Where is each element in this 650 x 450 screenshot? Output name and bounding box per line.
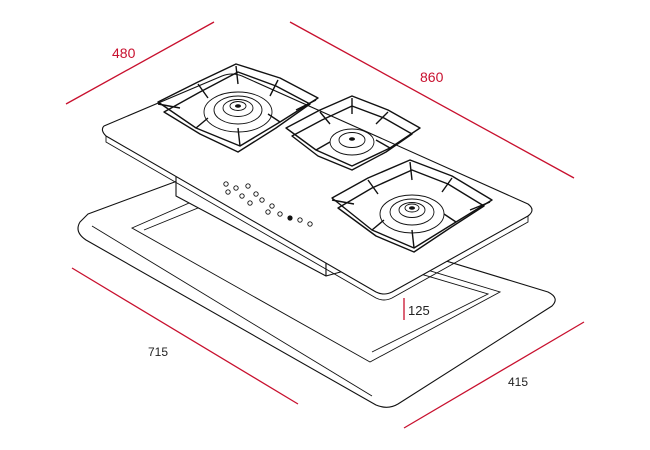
dimension-depth-top-label: 480 xyxy=(112,45,136,61)
dimension-height: 125 xyxy=(403,298,430,320)
control-knob[interactable] xyxy=(247,200,253,206)
control-knob[interactable] xyxy=(223,181,229,187)
control-knob[interactable] xyxy=(307,221,313,227)
dimension-height-label: 125 xyxy=(408,303,430,318)
dimension-width-top-label: 860 xyxy=(420,69,444,85)
control-knob[interactable] xyxy=(245,183,251,189)
control-knob[interactable] xyxy=(239,193,245,199)
dimension-depth-top: 480 xyxy=(65,21,215,105)
control-knob[interactable] xyxy=(269,203,275,209)
hob-glass-top xyxy=(101,73,533,301)
dimension-depth-cutout-label: 415 xyxy=(508,375,528,389)
control-knob[interactable] xyxy=(265,209,271,215)
burner-small-middle xyxy=(285,95,421,171)
control-knob[interactable] xyxy=(253,191,259,197)
dimension-width-cutout: 715 xyxy=(71,267,299,405)
control-knob[interactable] xyxy=(259,197,265,203)
control-knob[interactable] xyxy=(277,211,283,217)
control-panel xyxy=(223,181,313,227)
control-knob[interactable] xyxy=(233,185,239,191)
power-button[interactable] xyxy=(287,215,293,221)
dimension-depth-cutout: 415 xyxy=(403,321,585,429)
control-knob[interactable] xyxy=(297,217,303,223)
control-knob[interactable] xyxy=(225,189,231,195)
dimension-width-top: 860 xyxy=(289,21,575,179)
burner-large-right xyxy=(331,159,493,253)
burner-large-left xyxy=(157,63,319,153)
dimension-width-cutout-label: 715 xyxy=(148,345,168,359)
